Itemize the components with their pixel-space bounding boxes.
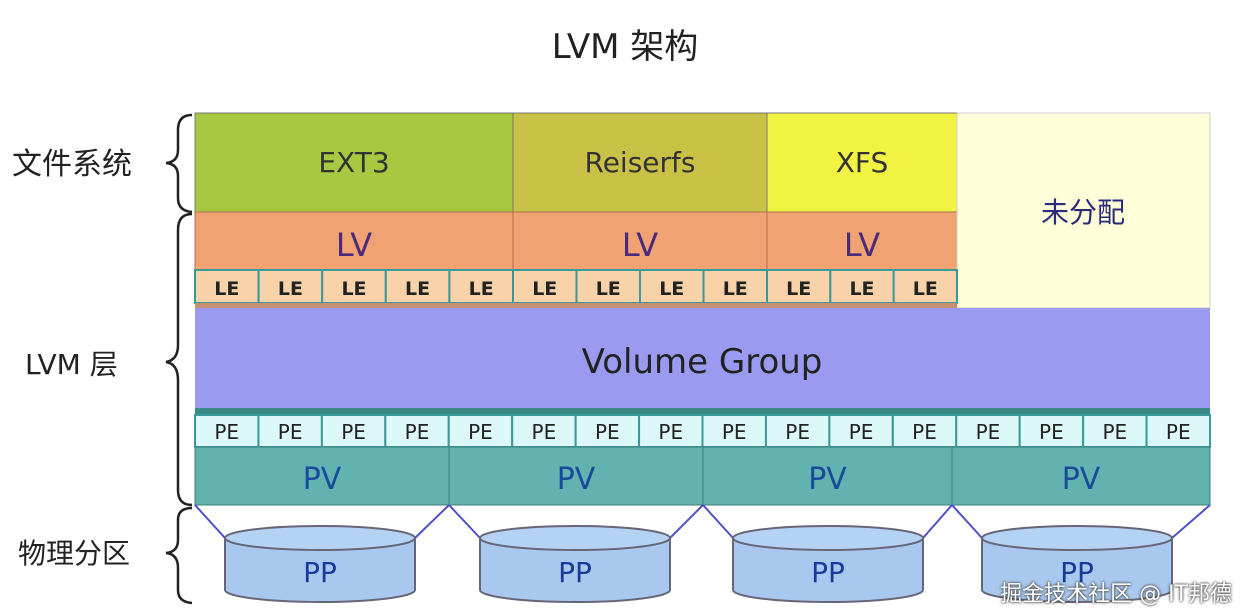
pe-label: PE (341, 420, 366, 444)
lv-label: LV (844, 226, 880, 264)
pp-cylinder (981, 538, 1173, 603)
le-cell (892, 269, 959, 304)
pe-cell (1145, 414, 1211, 448)
le-label: LE (659, 278, 684, 300)
filesystem-label: XFS (836, 146, 889, 179)
le-cell (766, 269, 832, 304)
pp-cylinder-top (479, 525, 671, 551)
pp-cylinder (732, 538, 924, 603)
le-strip (195, 303, 957, 310)
layer-label-physical: 物理分区 (18, 537, 130, 570)
connector-line (702, 504, 734, 539)
le-label: LE (723, 278, 748, 300)
layer-label-lvm: LVM 层 (25, 348, 118, 381)
layer-braces (165, 113, 193, 605)
le-label: LE (214, 278, 239, 300)
pe-label: PE (722, 420, 747, 444)
pp-label: PP (558, 556, 592, 589)
le-label: LE (913, 278, 938, 300)
pe-label: PE (1102, 420, 1127, 444)
pe-label: PE (1166, 420, 1191, 444)
pv-block (448, 446, 704, 506)
pp-label: PP (1060, 556, 1094, 589)
pp-cylinder-top (981, 525, 1173, 551)
pv-label: PV (557, 462, 596, 497)
le-cell (448, 269, 514, 304)
lv-block (194, 211, 514, 271)
pv-block (702, 446, 953, 506)
unallocated-label: 未分配 (1041, 196, 1125, 229)
filesystem-block (512, 112, 768, 213)
connector-line (951, 504, 983, 539)
connector-line (922, 504, 953, 539)
le-cell (702, 269, 768, 304)
connector-line (669, 504, 704, 539)
pe-label: PE (658, 420, 683, 444)
pe-label: PE (405, 420, 430, 444)
pe-label: PE (1039, 420, 1064, 444)
pp-cylinder (479, 538, 671, 603)
pe-label: PE (278, 420, 303, 444)
volume-group-label: Volume Group (582, 342, 823, 382)
pe-cell (320, 414, 387, 448)
le-label: LE (341, 278, 366, 300)
pp-cylinder-top (732, 525, 924, 551)
le-label: LE (596, 278, 621, 300)
pp-label: PP (303, 556, 337, 589)
pp-cylinder-top (224, 525, 416, 551)
lv-label: LV (336, 226, 372, 264)
pe-label: PE (468, 420, 493, 444)
filesystem-block (194, 112, 514, 213)
le-cell (321, 269, 387, 304)
le-cell (194, 269, 260, 304)
le-label: LE (786, 278, 811, 300)
lv-label: LV (622, 226, 658, 264)
connector-line (448, 504, 481, 539)
connector-line (1171, 504, 1211, 539)
filesystem-label: EXT3 (318, 146, 389, 179)
pe-label: PE (785, 420, 810, 444)
pe-label: PE (214, 420, 239, 444)
vg-strip (195, 408, 1210, 415)
volume-group-block (195, 308, 1210, 408)
pe-label: PE (595, 420, 620, 444)
filesystem-label: Reiserfs (585, 146, 696, 179)
watermark: 掘金技术社区 @ IT邦德 (1000, 582, 1232, 607)
pv-block (951, 446, 1211, 506)
pe-cell (701, 414, 767, 448)
pe-label: PE (849, 420, 874, 444)
pe-label: PE (912, 420, 937, 444)
filesystem-block (766, 112, 958, 213)
unallocated-block (956, 112, 1211, 309)
le-label: LE (278, 278, 303, 300)
layer-label-fs: 文件系统 (12, 147, 132, 182)
le-label: LE (405, 278, 430, 300)
pv-label: PV (808, 462, 847, 497)
lv-block (512, 211, 768, 271)
pe-label: PE (976, 420, 1001, 444)
pp-cylinder (224, 538, 416, 603)
le-label: LE (532, 278, 557, 300)
diagram-title: LVM 架构 (552, 27, 699, 67)
pe-cell (764, 414, 831, 448)
pp-label: PP (811, 556, 845, 589)
le-label: LE (849, 278, 874, 300)
connector-line (414, 504, 450, 539)
pv-label: PV (303, 462, 342, 497)
connector-line (194, 504, 226, 539)
pe-label: PE (532, 420, 557, 444)
pv-label: PV (1062, 462, 1101, 497)
le-label: LE (469, 278, 494, 300)
lv-block (766, 211, 958, 271)
